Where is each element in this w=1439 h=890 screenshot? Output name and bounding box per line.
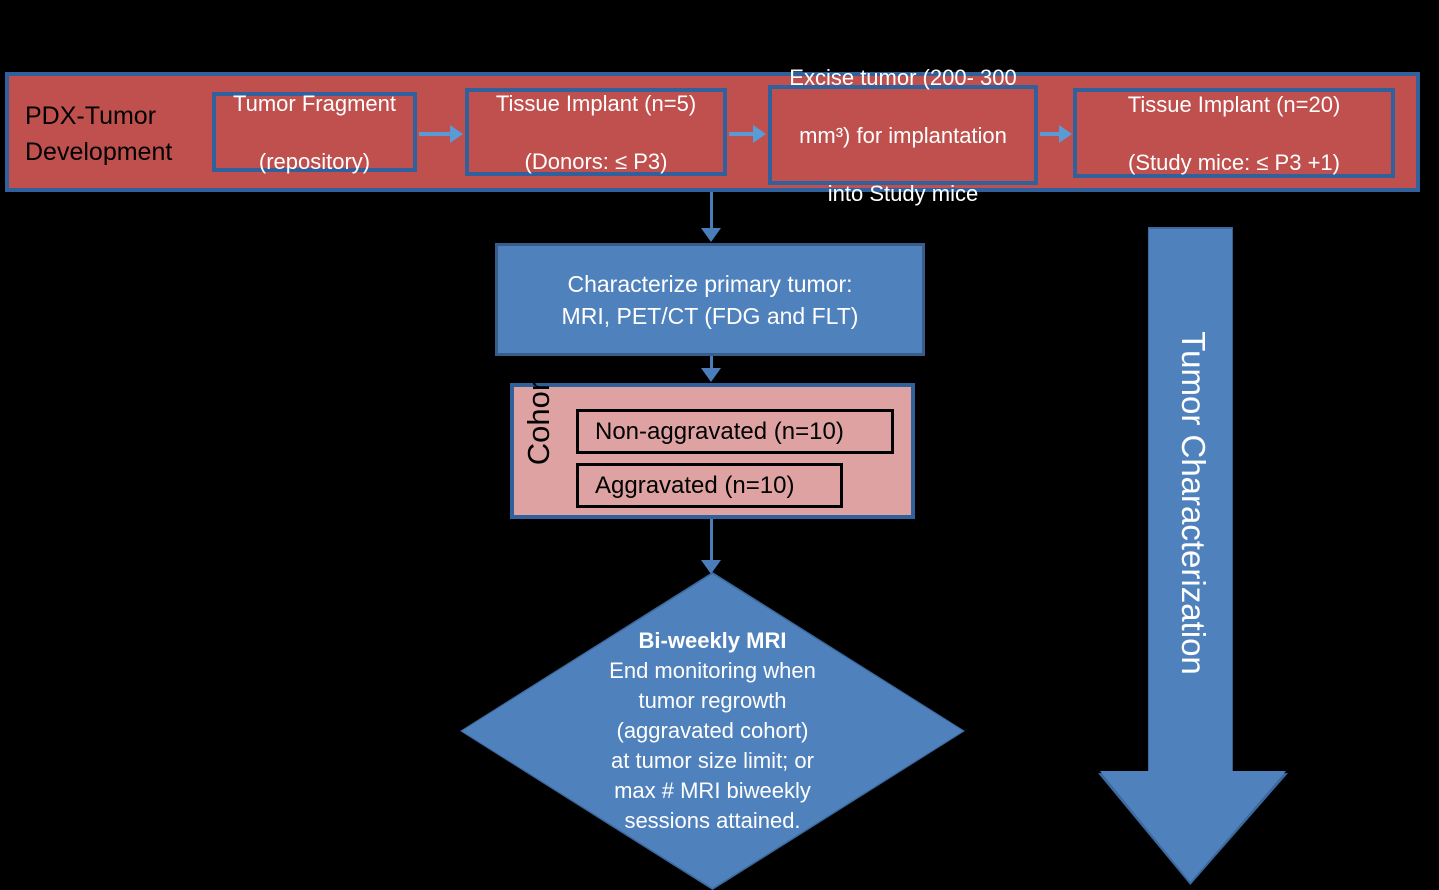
diamond-line-1: End monitoring when [609,658,816,683]
diamond-line-2: tumor regrowth [638,688,787,713]
banner-label: PDX-Tumor Development [25,102,173,166]
cohort-item-label: Aggravated (n=10) [595,471,795,499]
cohort-item-aggravated[interactable]: Aggravated (n=10) [576,463,843,508]
tumor-characterization-arrow: Tumor Characterization [1098,227,1288,885]
step-line-1: Tumor Fragment [232,90,396,116]
diamond-line-4: at tumor size limit; or [611,748,814,773]
diamond-line-5: max # MRI biweekly [614,778,811,803]
step-line-2: (Donors: ≤ P3) [524,148,668,174]
diamond-line-6: sessions attained. [624,808,801,833]
step-line-3: into Study mice [827,180,979,206]
cohort-item-label: Non-aggravated (n=10) [595,417,844,445]
step-line-2: (repository) [258,148,371,174]
arrow-right-icon [729,125,766,143]
tumor-characterization-label: Tumor Characterization [1175,331,1212,676]
step-line-1: Tissue Implant (n=20) [1127,91,1341,117]
arrow-down-icon [701,356,721,382]
step-line-1: Tissue Implant (n=5) [495,90,697,116]
step-box-tissue-implant-study-mice[interactable]: Tissue Implant (n=20) (Study mice: ≤ P3 … [1073,88,1395,178]
diamond-text: Bi-weekly MRI End monitoring when tumor … [460,626,965,836]
cohort-item-non-aggravated[interactable]: Non-aggravated (n=10) [576,409,894,454]
step-line-1: Excise tumor (200- 300 [789,64,1017,90]
cohorts-label: Cohorts [521,356,556,466]
diamond-heading: Bi-weekly MRI [638,628,787,653]
arrow-down-icon [701,518,721,574]
arrow-down-icon [701,192,721,242]
characterize-line-2: MRI, PET/CT (FDG and FLT) [561,302,859,329]
arrow-right-icon [419,125,463,143]
cohorts-box: Cohorts Non-aggravated (n=10) Aggravated… [510,357,915,519]
step-line-2: mm³) for implantation [799,122,1007,148]
characterize-primary-tumor-box[interactable]: Characterize primary tumor: MRI, PET/CT … [495,243,925,356]
step-box-excise-tumor[interactable]: Excise tumor (200- 300 mm³) for implanta… [768,65,1038,206]
bi-weekly-mri-decision-diamond[interactable]: Bi-weekly MRI End monitoring when tumor … [460,572,965,890]
step-box-tissue-implant-donors[interactable]: Tissue Implant (n=5) (Donors: ≤ P3) [465,88,727,176]
arrow-right-icon [1040,125,1072,143]
characterize-line-1: Characterize primary tumor: [567,270,853,297]
step-box-tumor-fragment[interactable]: Tumor Fragment (repository) [212,90,417,174]
diamond-line-3: (aggravated cohort) [616,718,809,743]
step-line-2: (Study mice: ≤ P3 +1) [1128,149,1340,175]
